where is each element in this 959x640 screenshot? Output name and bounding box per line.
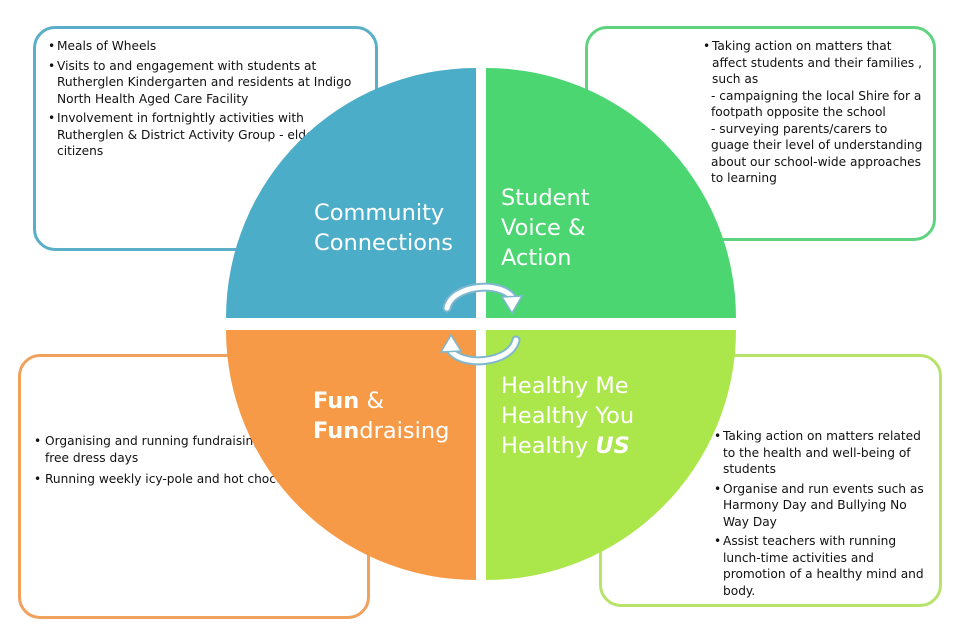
list-item: Organise and run events such as Harmony … — [714, 481, 931, 531]
list-item: Assist teachers with running lunch-time … — [714, 533, 931, 599]
cycle-arrows-icon — [439, 282, 524, 366]
list-item: Running weekly icy-pole and hot chocolat… — [34, 471, 357, 488]
list-item: Meals of Wheels — [48, 38, 365, 55]
quadrant-community-connections — [226, 68, 476, 318]
list-item: Visits to and engagement with students a… — [48, 58, 365, 108]
list-item: Taking action on matters that affect stu… — [703, 38, 923, 88]
sub-item: - campaigning the local Shire for a foot… — [711, 88, 922, 120]
quadrant-healthy-me — [486, 330, 736, 580]
list-item: Involvement in fortnightly activities wi… — [48, 110, 365, 160]
quadrant-fun-fundraising — [226, 330, 476, 580]
label-student-voice: Student Voice & Action — [501, 185, 590, 271]
quadrant-student-voice — [486, 68, 736, 318]
label-healthy-me: Healthy Me Healthy You Healthy US — [501, 373, 635, 459]
list-item: Taking action on matters related to the … — [714, 428, 931, 478]
label-community-connections: Community Connections — [314, 200, 454, 256]
label-fun-fundraising: Fun & Fundraising — [313, 388, 450, 444]
sub-item: - surveying parents/carers to guage thei… — [711, 121, 923, 186]
